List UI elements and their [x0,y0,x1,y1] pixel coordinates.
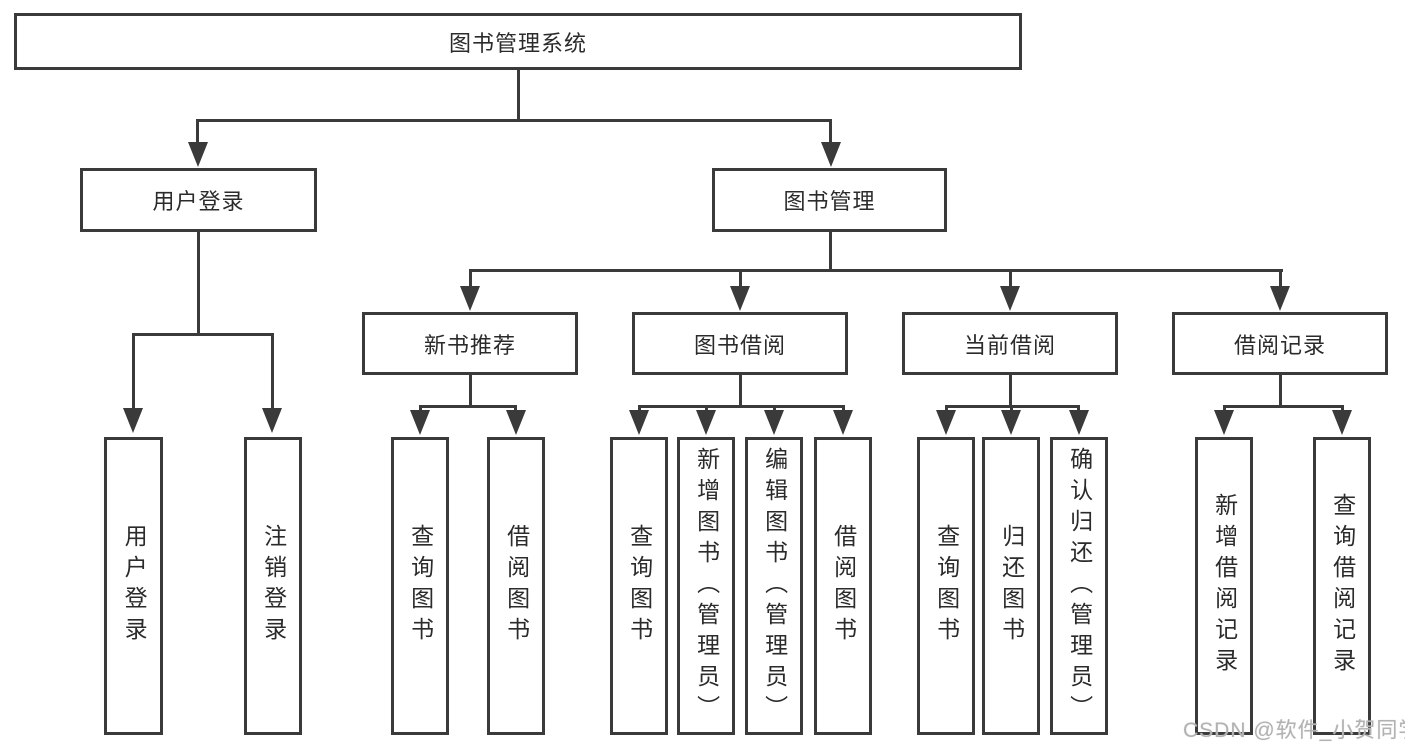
down-arrow [1214,410,1234,435]
leaf-borrow-books: 借阅图书 [814,437,872,735]
leaf-query-books-borrow-label: 查询图书 [626,524,653,648]
leaf-borrow-books-recommend: 借阅图书 [487,437,545,735]
connector-borrow-stem [739,375,742,408]
connector-root-stem [517,70,520,122]
leaf-logout-label: 注销登录 [260,524,287,648]
connector-stub [514,405,517,414]
connector-records-stub [1279,269,1282,289]
node-book-borrow-label: 图书借阅 [693,332,786,358]
node-book-borrow: 图书借阅 [632,312,848,375]
leaf-borrow-books-label: 借阅图书 [830,524,857,648]
connector-recommend-stub [469,269,472,289]
connector-stub [1223,405,1226,414]
down-arrow [696,410,716,435]
leaf-confirm-return-admin: 确认归还（管理员） [1050,437,1108,735]
down-arrow [1332,410,1352,435]
connector-login-leaf1-stub [132,333,135,410]
leaf-edit-book-admin: 编辑图书（管理员） [745,437,803,735]
down-arrow [1270,286,1290,311]
node-user-login: 用户登录 [80,168,317,232]
down-arrow [1001,410,1021,435]
node-current-borrow-label: 当前借阅 [963,332,1056,358]
connector-login-horizontal [132,333,274,336]
connector-current-stub [1009,269,1012,289]
leaf-add-book-admin: 新增图书（管理员） [677,437,735,735]
leaf-logout: 注销登录 [244,437,302,735]
node-library-system-label: 图书管理系统 [448,30,587,56]
node-user-login-label: 用户登录 [152,189,245,214]
connector-login-stem [197,232,200,336]
leaf-query-books-borrow: 查询图书 [610,437,668,735]
leaf-user-login-label: 用户登录 [121,524,148,648]
leaf-return-books-label: 归还图书 [998,524,1025,648]
connector-user-login-stub [196,119,199,145]
node-current-borrow: 当前借阅 [902,312,1118,375]
node-borrow-records-label: 借阅记录 [1233,332,1326,358]
down-arrow [188,142,208,167]
node-book-management-label: 图书管理 [783,189,876,214]
down-arrow [506,410,526,435]
down-arrow [262,408,282,433]
down-arrow [1069,410,1089,435]
connector-stub [842,405,845,414]
down-arrow [460,286,480,311]
connector-records-stem [1279,375,1282,408]
connector-current-stem [1009,375,1012,408]
leaf-add-borrow-record: 新增借阅记录 [1195,437,1253,735]
down-arrow [629,410,649,435]
leaf-query-books-current: 查询图书 [917,437,975,735]
leaf-return-books: 归还图书 [982,437,1040,735]
connector-level1-horizontal [196,119,832,122]
leaf-add-borrow-record-label: 新增借阅记录 [1211,493,1238,679]
down-arrow [833,410,853,435]
connector-book-mgmt-stub [829,119,832,145]
connector-stub [1077,405,1080,414]
down-arrow [936,410,956,435]
connector-stub [1010,405,1013,414]
leaf-add-book-admin-label: 新增图书（管理员） [693,446,720,726]
leaf-query-books-recommend: 查询图书 [391,437,449,735]
csdn-watermark: CSDN @软件_小贺同学 [1183,719,1405,742]
connector-stub [1341,405,1344,414]
node-new-book-recommend: 新书推荐 [362,312,578,375]
connector-records-horizontal [1223,405,1343,408]
leaf-borrow-books-recommend-label: 借阅图书 [503,524,530,648]
connector-borrow-horizontal [638,405,845,408]
leaf-user-login: 用户登录 [104,437,163,735]
node-book-management: 图书管理 [712,168,947,232]
connector-borrow-stub [739,269,742,289]
down-arrow [410,410,430,435]
leaf-confirm-return-admin-label: 确认归还（管理员） [1066,446,1093,726]
connector-stub [945,405,948,414]
connector-stub [419,405,422,414]
leaf-query-borrow-record-label: 查询借阅记录 [1329,493,1356,679]
leaf-query-books-recommend-label: 查询图书 [407,524,434,648]
connector-mgmt-stem [829,232,832,272]
connector-stub [638,405,641,414]
connector-recommend-stem [469,375,472,408]
leaf-query-books-current-label: 查询图书 [933,524,960,648]
connector-recommend-horizontal [419,405,517,408]
down-arrow [821,142,841,167]
down-arrow [1000,286,1020,311]
down-arrow [764,410,784,435]
node-borrow-records: 借阅记录 [1172,312,1388,375]
connector-login-leaf2-stub [271,333,274,410]
connector-stub [705,405,708,414]
down-arrow [123,408,143,433]
connector-stub [773,405,776,414]
node-new-book-recommend-label: 新书推荐 [423,332,516,358]
down-arrow [730,286,750,311]
leaf-query-borrow-record: 查询借阅记录 [1313,437,1371,735]
leaf-edit-book-admin-label: 编辑图书（管理员） [761,446,788,726]
node-library-system: 图书管理系统 [14,13,1022,70]
connector-mgmt-horizontal [469,269,1283,272]
